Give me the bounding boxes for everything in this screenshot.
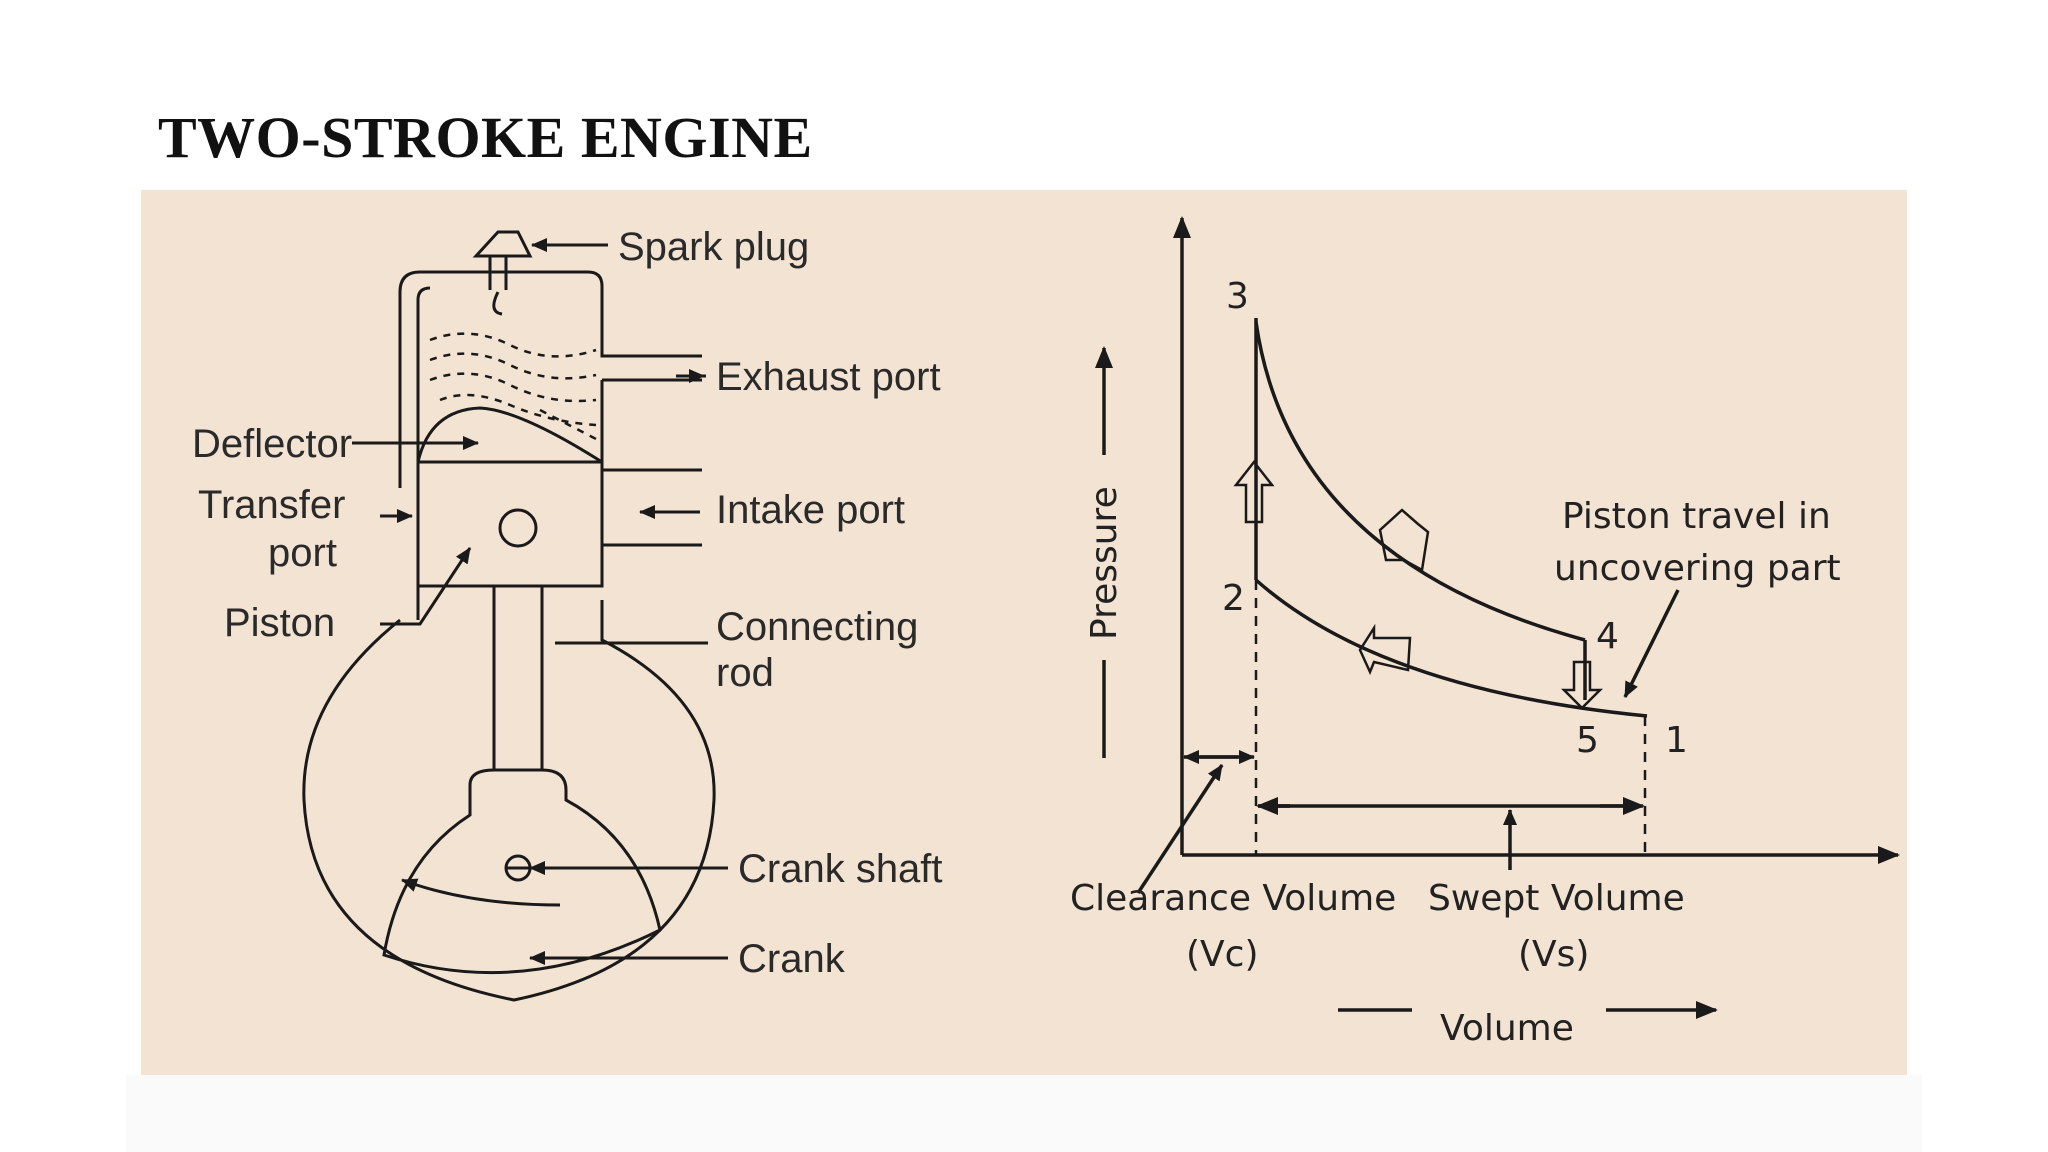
swept-volume-label: Swept Volume [1428,878,1685,919]
spark-plug-icon [472,230,533,316]
engine-diagram [302,230,728,1002]
arrow-compression-icon [1358,623,1412,676]
arrow-up-icon [1233,459,1275,524]
swept-volume-symbol: (Vs) [1518,934,1589,975]
label-crank-shaft: Crank shaft [738,847,943,891]
label-piston: Piston [224,601,335,645]
label-transfer-port-2: port [268,531,337,575]
arrow-expansion-icon [1378,508,1430,572]
label-crank: Crank [738,937,846,981]
label-connecting-rod-2: rod [716,651,774,695]
crankcase [302,600,716,1002]
point-3-label: 3 [1226,276,1249,317]
clearance-volume-symbol: (Vc) [1186,934,1259,975]
label-intake-port: Intake port [716,488,905,532]
pv-diagram [1095,216,1900,1019]
arrow-down-icon [1560,660,1604,710]
annotation-line-1: Piston travel in [1562,496,1831,537]
label-connecting-rod-1: Connecting [716,605,918,649]
crank-web [382,768,662,975]
point-2-label: 2 [1222,578,1245,619]
annotation-line-2: uncovering part [1554,548,1841,589]
piston [416,406,604,588]
volume-axis-label: Volume [1440,1008,1574,1049]
rotation-arrow [401,878,561,907]
point-1-label: 1 [1665,720,1688,761]
fresh-charge-lines [429,332,599,442]
point-5-label: 5 [1576,720,1599,761]
pressure-axis-label: Pressure [1084,486,1125,640]
label-transfer-port-1: Transfer [198,483,345,527]
label-deflector: Deflector [192,422,352,466]
label-spark-plug: Spark plug [618,225,809,269]
point-4-label: 4 [1596,616,1619,657]
slide-title: TWO-STROKE ENGINE [158,105,813,170]
cylinder-wall [398,270,702,488]
compression-curve [1254,578,1648,718]
clearance-volume-label: Clearance Volume [1070,878,1396,919]
expansion-curve [1254,321,1586,642]
label-exhaust-port: Exhaust port [716,355,941,399]
bottom-band [126,1075,1922,1152]
